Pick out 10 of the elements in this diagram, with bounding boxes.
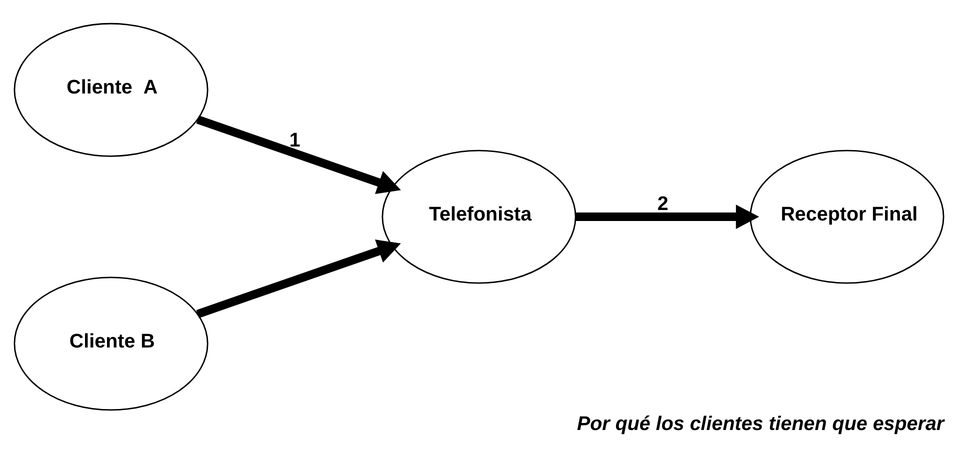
- edge-label: 1: [289, 129, 300, 152]
- node-ellipse: Cliente B: [14, 276, 208, 410]
- node-ellipse: Cliente A: [14, 22, 208, 156]
- node-ellipse: Receptor Final: [750, 149, 944, 284]
- node-ellipse: Telefonista: [382, 149, 576, 284]
- arrow: [196, 239, 401, 318]
- edge-label: 2: [657, 192, 668, 215]
- arrow: [196, 115, 401, 194]
- caption: Por qué los clientes tienen que esperar: [576, 412, 944, 434]
- arrow: [576, 204, 760, 228]
